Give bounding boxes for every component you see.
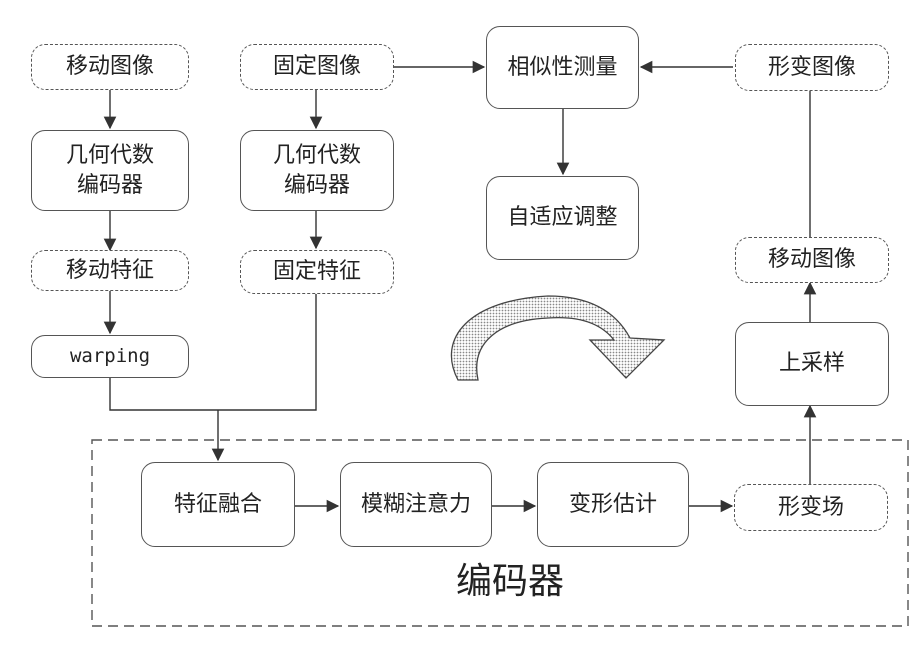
- deformation-estimation: 变形估计: [537, 462, 689, 547]
- feature-fusion: 特征融合: [141, 462, 295, 547]
- edge-warping-merge: [110, 378, 218, 410]
- warped-image: 形变图像: [735, 44, 889, 91]
- moving-image-top: 移动图像: [31, 44, 189, 90]
- curved-arrow-icon: [451, 296, 664, 380]
- edge-fixedfeature-merge: [218, 294, 316, 410]
- fixed-feature: 固定特征: [240, 250, 394, 294]
- encoder-region-label: 编码器: [410, 552, 610, 604]
- adaptive-adjustment: 自适应调整: [486, 176, 639, 260]
- deformation-field: 形变场: [734, 484, 888, 531]
- fuzzy-attention: 模糊注意力: [340, 462, 492, 547]
- geometric-encoder-left: 几何代数 编码器: [31, 130, 189, 211]
- moving-feature: 移动特征: [31, 250, 189, 291]
- similarity-measure: 相似性测量: [486, 26, 639, 109]
- moving-image-right: 移动图像: [735, 237, 889, 283]
- geometric-encoder-right: 几何代数 编码器: [240, 130, 394, 211]
- upsampling: 上采样: [735, 322, 889, 406]
- warping-step: warping: [31, 335, 189, 378]
- fixed-image: 固定图像: [240, 44, 394, 90]
